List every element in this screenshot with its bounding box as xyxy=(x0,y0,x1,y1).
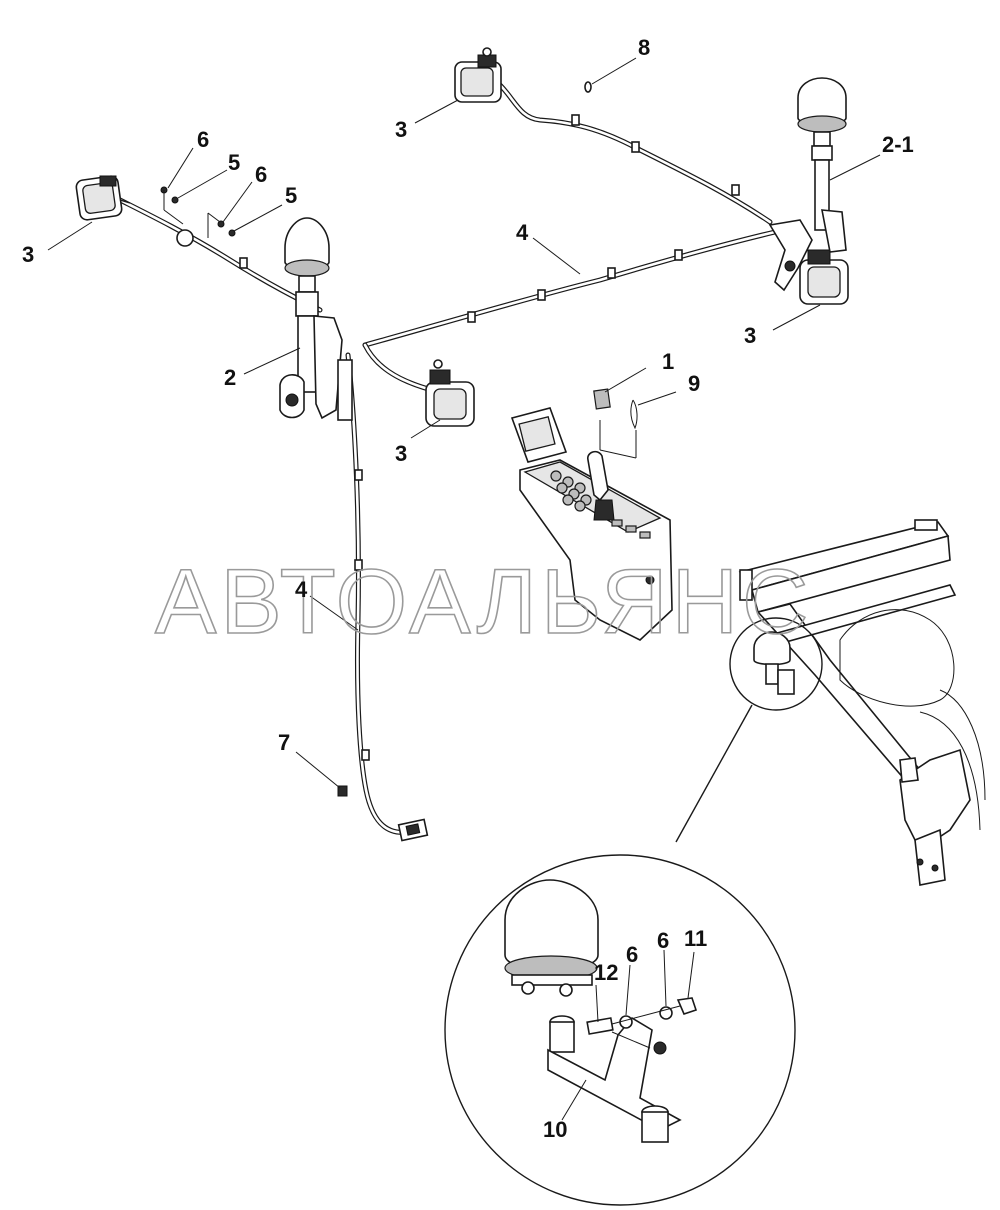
callout-12: 12 xyxy=(594,960,618,985)
callout-11: 11 xyxy=(684,926,707,951)
callout-8: 8 xyxy=(638,35,650,60)
callout-3-right: 3 xyxy=(744,323,756,348)
harness-connector xyxy=(397,818,429,842)
grommet-8 xyxy=(584,81,592,93)
detail-callout-circle-small xyxy=(675,617,823,843)
beacon-mast-right xyxy=(768,77,847,292)
fastener-7 xyxy=(337,785,348,797)
beacon-mast-left xyxy=(279,217,353,421)
vehicle-frame xyxy=(738,519,986,886)
control-console xyxy=(510,407,673,641)
callout-2-1: 2-1 xyxy=(882,132,914,157)
callout-1: 1 xyxy=(662,349,674,374)
switch-part-1 xyxy=(593,388,611,410)
callout-9: 9 xyxy=(688,371,700,396)
callout-10: 10 xyxy=(543,1117,567,1142)
callout-3-top: 3 xyxy=(395,117,407,142)
callout-6-b: 6 xyxy=(255,162,267,187)
callout-6-d: 6 xyxy=(657,928,669,953)
watermark-text: АВТОАЛЬЯНС xyxy=(155,551,813,653)
callout-3-left: 3 xyxy=(22,242,34,267)
callout-3-center: 3 xyxy=(395,441,407,466)
callout-6-c: 6 xyxy=(626,942,638,967)
callout-7: 7 xyxy=(278,730,290,755)
leader-lines xyxy=(47,57,881,1121)
work-lamp-top-center xyxy=(454,47,502,103)
console-buttons xyxy=(550,470,592,512)
callout-labels: 1 2 2-1 3 3 3 3 4 4 5 5 6 6 6 6 7 8 9 10… xyxy=(22,35,914,1142)
fasteners-5-6 xyxy=(160,186,236,247)
detail-enlargement xyxy=(444,854,796,1206)
work-lamp-center xyxy=(425,359,475,427)
callout-4-lower: 4 xyxy=(295,577,308,602)
callout-5-a: 5 xyxy=(228,150,240,175)
main-harness-cable xyxy=(117,82,778,835)
callout-5-b: 5 xyxy=(285,183,297,208)
callout-4-upper: 4 xyxy=(516,220,529,245)
callout-6-a: 6 xyxy=(197,127,209,152)
cable-clips xyxy=(239,114,740,761)
work-lamp-right xyxy=(799,249,849,305)
work-lamp-top-left xyxy=(75,175,131,221)
cable-tie-9 xyxy=(599,399,638,459)
callout-2: 2 xyxy=(224,365,236,390)
